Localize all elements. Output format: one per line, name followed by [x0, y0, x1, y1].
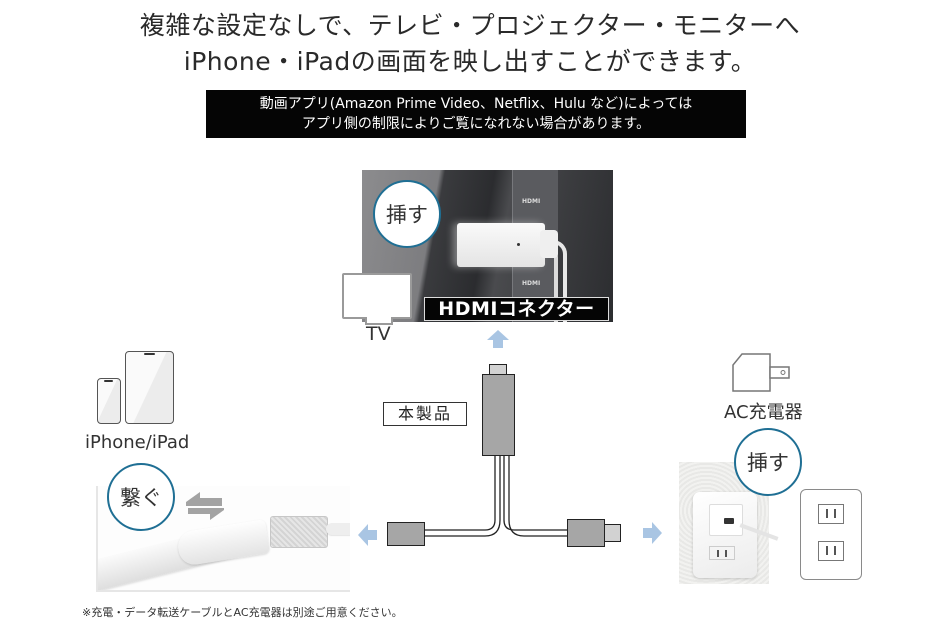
connect-badge: 繋ぐ — [107, 463, 175, 531]
insert-tv-badge: 挿す — [373, 180, 441, 248]
wall-outlet-icon — [800, 489, 862, 580]
hdmi-connector-label: HDMIコネクター — [424, 297, 609, 321]
insert-outlet-badge: 挿す — [734, 428, 802, 496]
socket-icon — [818, 541, 844, 561]
dongle-cable-end — [540, 230, 558, 258]
notice-line-2: アプリ側の制限によりご覧になれない場合があります。 — [301, 116, 651, 132]
wall-outlet-photo — [679, 462, 779, 584]
adapter-cable — [326, 523, 350, 535]
hdmi-port-label: HDMI — [522, 198, 541, 205]
footnote: ※充電・データ転送ケーブルとAC充電器は別途ご用意ください。 — [82, 606, 403, 619]
adapter-connector — [270, 516, 328, 548]
swap-arrows-icon — [186, 492, 224, 520]
product-label: 本製品 — [383, 402, 467, 426]
headline-line-2: iPhone・iPadの画面を映し出すことができます。 — [183, 47, 757, 76]
socket-icon — [818, 504, 844, 524]
tv-label: TV — [366, 323, 391, 345]
lightning-cable-head — [175, 519, 271, 567]
hdmi-plug-body — [482, 374, 515, 456]
hdmi-dongle — [457, 223, 545, 267]
usb-port — [724, 518, 734, 524]
lightning-plug — [387, 522, 425, 546]
headline-line-1: 複雑な設定なしで、テレビ・プロジェクター・モニターへ — [139, 11, 801, 40]
notice-line-1: 動画アプリ(Amazon Prime Video、Netflix、Hulu など… — [259, 96, 693, 112]
usb-plug-body — [567, 519, 605, 547]
ac-adapter-icon — [732, 353, 790, 392]
dongle-led — [517, 243, 520, 246]
streaming-notice-box: 動画アプリ(Amazon Prime Video、Netflix、Hulu など… — [206, 90, 746, 138]
iphone-icon — [97, 378, 121, 424]
tv-monitor-icon — [342, 273, 412, 325]
usb-plug-tip — [604, 524, 621, 542]
hdmi-port-label: HDMI — [522, 280, 541, 287]
iphone-ipad-label: iPhone/iPad — [85, 432, 190, 453]
ipad-icon — [125, 351, 174, 424]
outlet-socket — [709, 546, 735, 560]
ac-charger-label: AC充電器 — [724, 402, 803, 423]
